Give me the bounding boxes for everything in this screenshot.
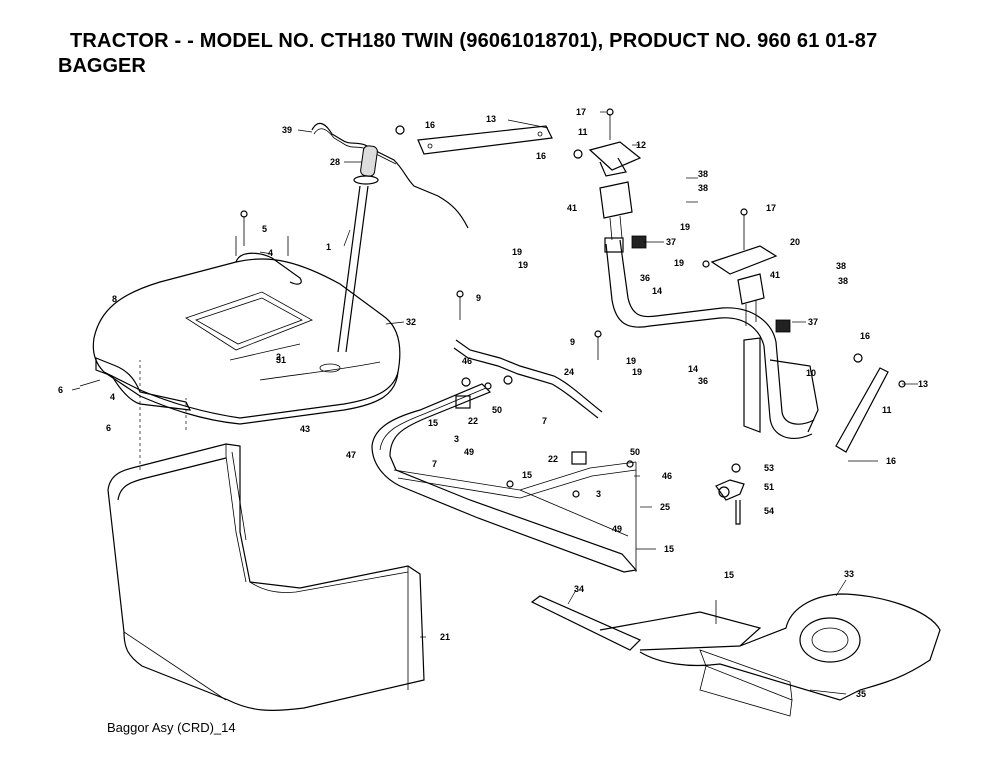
callout-50a: 50: [492, 405, 502, 415]
part-4-handle-side: [95, 357, 192, 411]
callout-14a: 14: [652, 286, 662, 296]
callout-10: 10: [806, 368, 816, 378]
callout-51: 51: [764, 482, 774, 492]
callout-31: 31: [276, 355, 286, 365]
callout-15d: 15: [724, 570, 734, 580]
callout-39: 39: [282, 125, 292, 135]
callout-41b: 41: [770, 270, 780, 280]
callout-19d: 19: [674, 258, 684, 268]
callout-6b: 6: [106, 423, 111, 433]
callout-7b: 7: [432, 459, 437, 469]
callout-28: 28: [330, 157, 340, 167]
callout-11b: 11: [882, 405, 892, 415]
callout-50b: 50: [630, 447, 640, 457]
callout-5: 5: [262, 224, 267, 234]
callout-20: 20: [790, 237, 800, 247]
callout-41a: 41: [567, 203, 577, 213]
callout-3b: 3: [596, 489, 601, 499]
callout-14b: 14: [688, 364, 698, 374]
callout-9a: 9: [476, 293, 481, 303]
callout-32: 32: [406, 317, 416, 327]
callout-46b: 46: [662, 471, 672, 481]
callout-1: 1: [326, 242, 331, 252]
callout-54: 54: [764, 506, 774, 516]
callout-49b: 49: [612, 524, 622, 534]
callout-17b: 17: [766, 203, 776, 213]
callout-17a: 17: [576, 107, 586, 117]
callout-36a: 36: [640, 273, 650, 283]
leader-lines: [71, 111, 918, 695]
part-33-chute: [530, 593, 941, 717]
callout-38a: 38: [698, 169, 708, 179]
part-28-grip: [353, 145, 379, 185]
callout-15a: 15: [428, 418, 438, 428]
part-4-handle-top: [235, 252, 302, 285]
part-1-pole: [337, 185, 369, 353]
callout-38b: 38: [698, 183, 708, 193]
callout-24: 24: [564, 367, 574, 377]
callout-38c: 38: [836, 261, 846, 271]
part-22-block-a: [455, 395, 471, 409]
part-13-bracket: [395, 119, 553, 155]
callout-16a: 16: [425, 120, 435, 130]
part-22-block-b: [571, 451, 587, 465]
callout-35: 35: [856, 689, 866, 699]
callout-38d: 38: [838, 276, 848, 286]
callout-22a: 22: [468, 416, 478, 426]
callout-16c: 16: [860, 331, 870, 341]
callout-12: 12: [636, 140, 646, 150]
callout-19a: 19: [680, 222, 690, 232]
callout-36b: 36: [698, 376, 708, 386]
part-36-tube-frame: [604, 237, 819, 439]
part-49-frame: [371, 383, 638, 573]
callout-25: 25: [660, 502, 670, 512]
callout-11a: 11: [578, 127, 588, 137]
part-21-bag: [107, 360, 425, 711]
callout-15b: 15: [522, 470, 532, 480]
callout-43: 43: [300, 424, 310, 434]
callout-9b: 9: [570, 337, 575, 347]
callout-46a: 46: [462, 356, 472, 366]
part-20-clamp: [702, 208, 778, 326]
diagram-title: TRACTOR - - MODEL NO. CTH180 TWIN (96061…: [70, 30, 878, 52]
callout-37b: 37: [808, 317, 818, 327]
diagram-subtitle: BAGGER: [58, 55, 146, 77]
callout-13: 13: [486, 114, 496, 124]
part-37-knob-a: [631, 235, 647, 249]
callout-8: 8: [112, 294, 117, 304]
part-51-latch: [715, 463, 745, 525]
part-41-bracket: [599, 181, 633, 241]
callout-4a: 4: [268, 248, 273, 258]
callout-53: 53: [764, 463, 774, 473]
callout-33: 33: [844, 569, 854, 579]
callout-15c: 15: [664, 544, 674, 554]
callout-19c: 19: [518, 260, 528, 270]
part-8-lid: [92, 258, 401, 425]
callout-16b: 16: [536, 151, 546, 161]
callout-19b: 19: [512, 247, 522, 257]
callout-2: 2: [276, 352, 281, 362]
callout-49a: 49: [464, 447, 474, 457]
callout-37a: 37: [666, 237, 676, 247]
callout-3a: 3: [454, 434, 459, 444]
callout-16d: 16: [886, 456, 896, 466]
callout-34: 34: [574, 584, 584, 594]
part-11-strap: [835, 353, 906, 453]
callout-21: 21: [440, 632, 450, 642]
part-39-rod: [311, 122, 469, 229]
diagram-caption: Baggor Asy (CRD)_14: [107, 720, 236, 735]
callout-13b: 13: [918, 379, 928, 389]
callout-7a: 7: [542, 416, 547, 426]
callout-22b: 22: [548, 454, 558, 464]
part-24-axle: [453, 290, 603, 419]
callout-19f: 19: [632, 367, 642, 377]
callout-6a: 6: [58, 385, 63, 395]
callout-47: 47: [346, 450, 356, 460]
part-37-knob-b: [775, 319, 791, 333]
callout-19e: 19: [626, 356, 636, 366]
part-12-clamp: [573, 108, 642, 177]
callout-4b: 4: [110, 392, 115, 402]
